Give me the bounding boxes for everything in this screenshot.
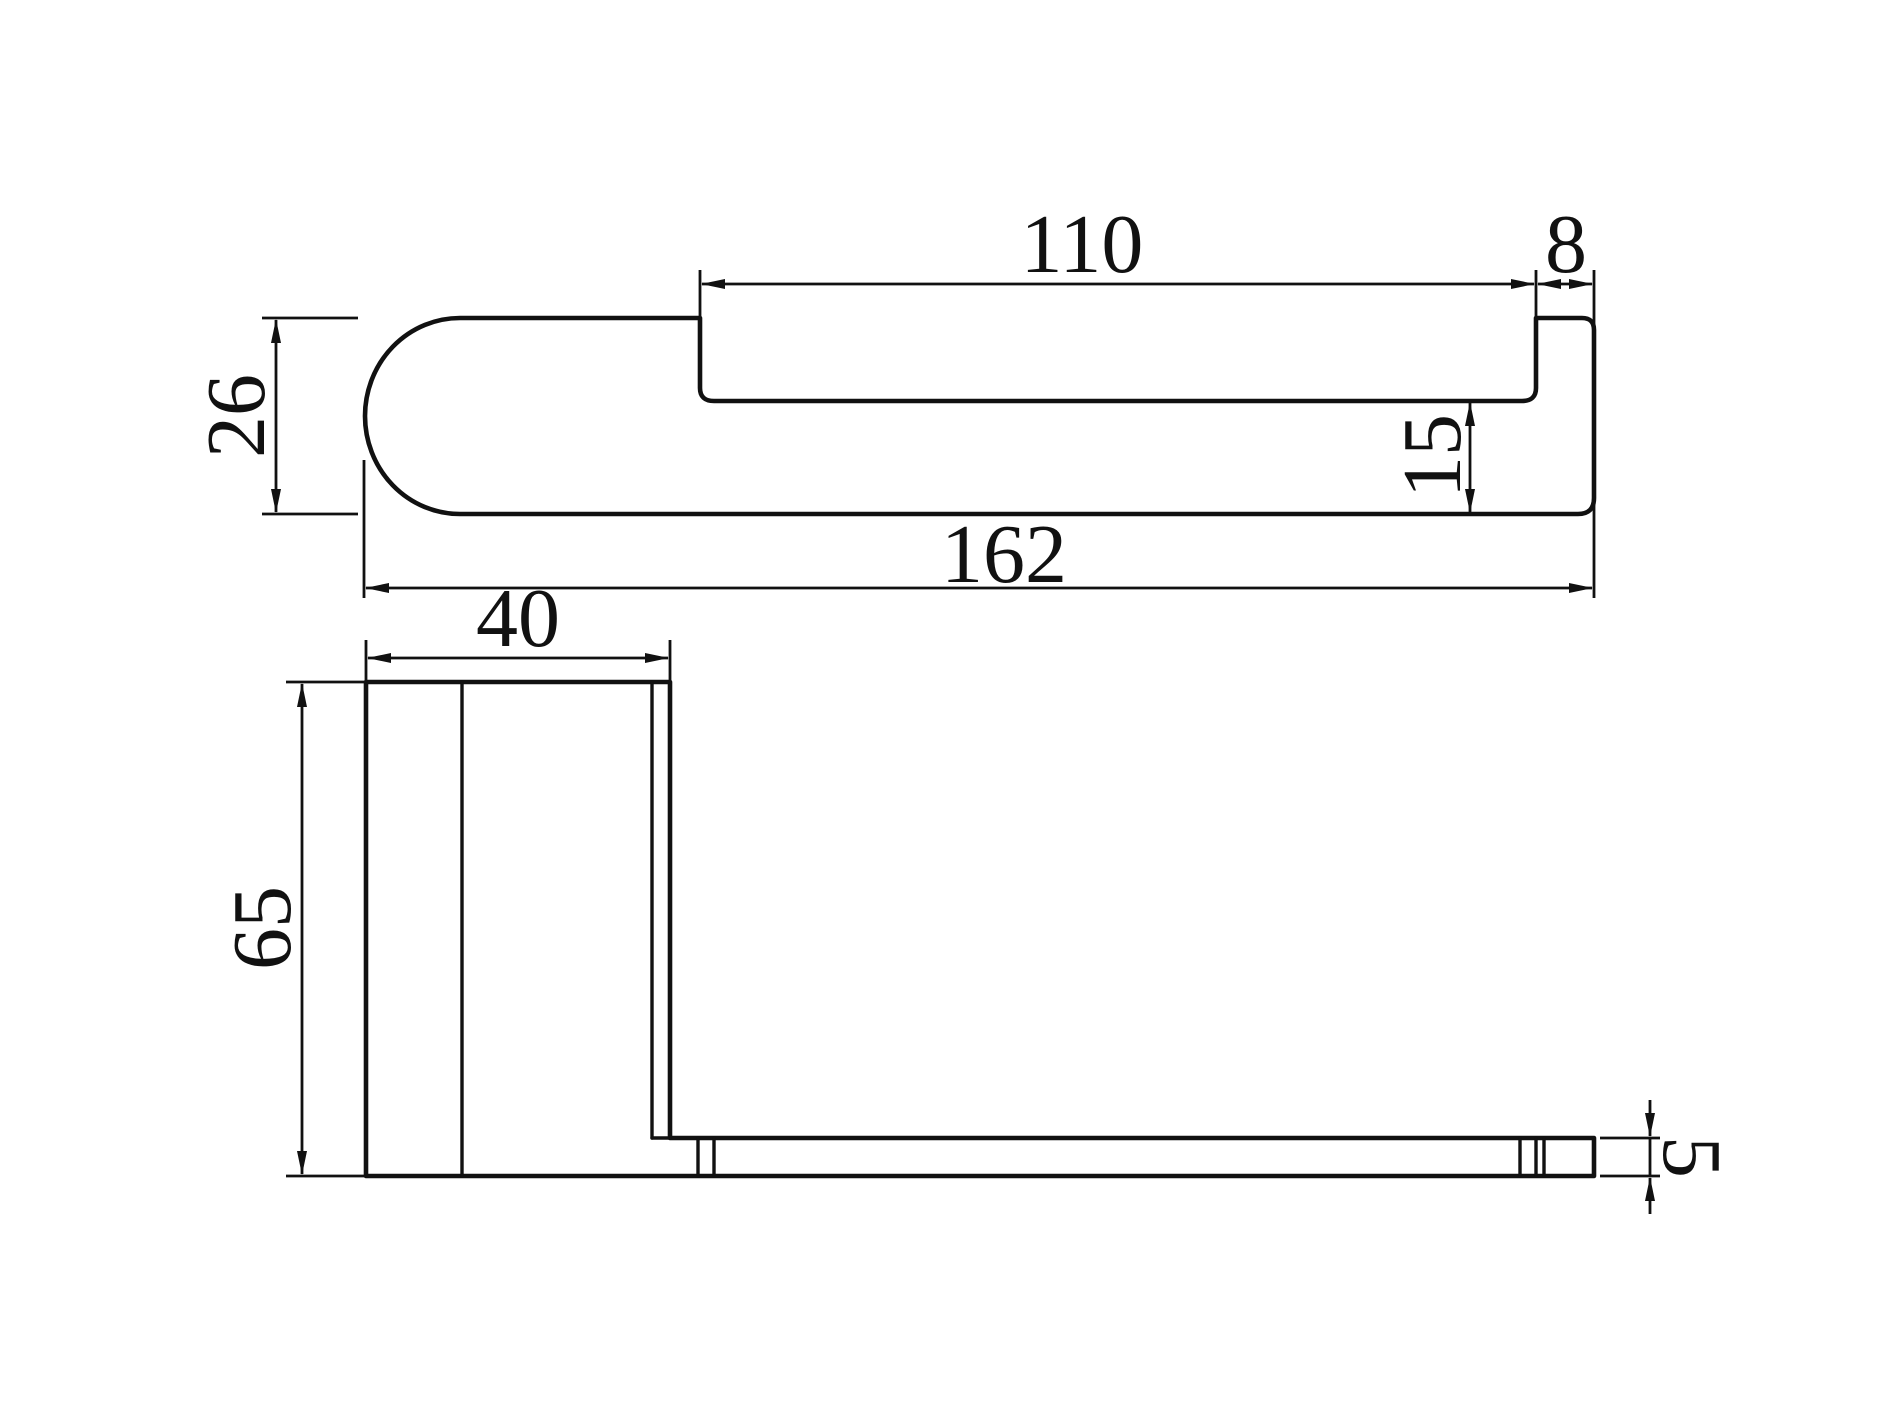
side-view-outline: [363, 679, 1597, 1179]
dim-label-arm-thickness: 5: [1645, 1136, 1738, 1178]
dim-label-side-height: 65: [216, 886, 309, 970]
dim-label-total-length: 162: [941, 508, 1067, 601]
side-view: 40 65 5: [216, 572, 1738, 1214]
dim-label-tip-width: 8: [1545, 198, 1587, 291]
top-view-outline: [362, 315, 1597, 517]
top-view: 110 8 162 26 15: [190, 198, 1597, 601]
dim-label-top-height: 26: [190, 374, 283, 458]
dim-label-slot-depth: 15: [1386, 414, 1479, 498]
dim-label-slot-length: 110: [1021, 198, 1144, 291]
dim-label-base-width: 40: [476, 572, 560, 665]
